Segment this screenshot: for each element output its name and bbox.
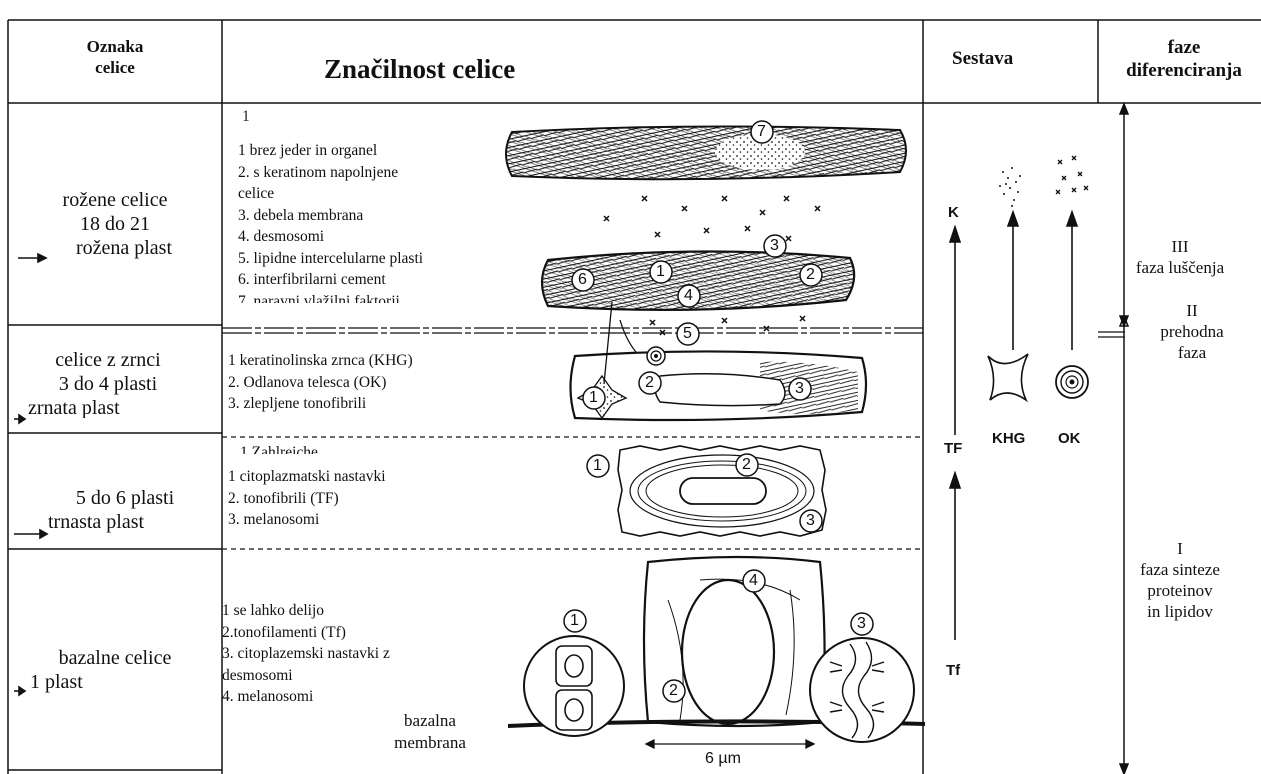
phase-I: I faza sinteze proteinov in lipidov [1100, 538, 1260, 622]
phase-line: I [1100, 538, 1260, 559]
khg-dust [999, 167, 1021, 207]
phase-II: II prehodna faza [1112, 300, 1261, 368]
label-Tf: Tf [946, 662, 960, 679]
label-TF: TF [944, 440, 962, 457]
phase-line: in lipidov [1100, 601, 1260, 622]
khg-granule [988, 354, 1028, 400]
phase-line: faza sinteze [1100, 559, 1260, 580]
phase-line: II [1112, 300, 1261, 321]
phase-line: faza [1112, 342, 1261, 363]
phase-line: faza luščenja [1100, 257, 1260, 278]
phase-line: proteinov [1100, 580, 1260, 601]
phase-III: III faza luščenja [1100, 236, 1260, 278]
label-K: K [948, 204, 959, 221]
label-OK: OK [1058, 430, 1081, 447]
ok-body [1056, 366, 1088, 398]
label-KHG: KHG [992, 430, 1025, 447]
phase-line: III [1100, 236, 1260, 257]
ok-crosses [1056, 156, 1088, 194]
phase-line: prehodna [1112, 321, 1261, 342]
